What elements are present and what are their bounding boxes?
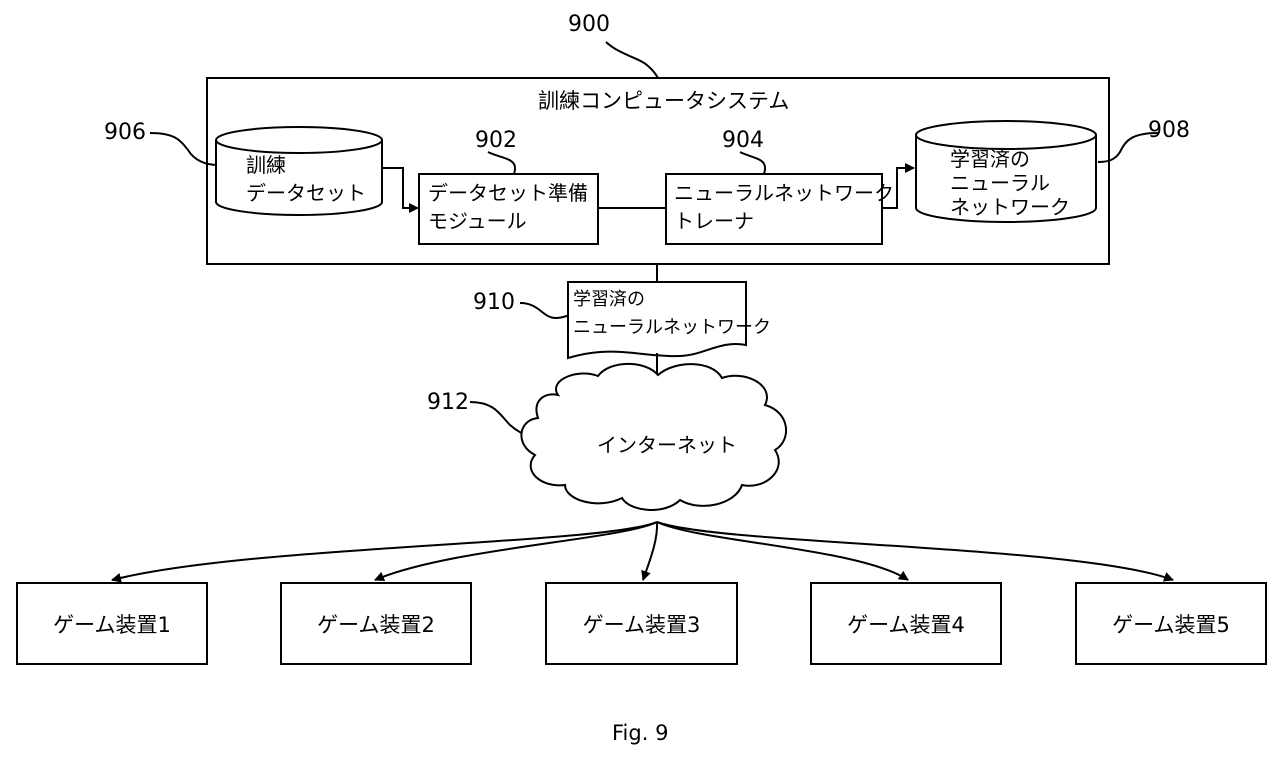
prep-module-label-line2: モジュール [428,209,527,233]
document-label-line2: ニューラルネットワーク [573,317,771,338]
trained-network-label-line3: ネットワーク [950,195,1070,219]
arrow-to-device-1 [111,521,658,583]
arrow-dataset-to-prep [383,167,419,213]
internet-label: インターネット [597,433,737,457]
neural-network-trainer-box [665,173,883,245]
ref-900: 900 [568,12,610,37]
leader-900 [605,41,659,79]
game-device-2: ゲーム装置2 [280,582,472,665]
arrow-to-device-5 [656,521,1174,582]
game-device-4-label: ゲーム装置4 [847,612,965,637]
ref-912: 912 [427,390,469,415]
ref-902: 902 [475,128,517,153]
ref-910: 910 [473,290,515,315]
document-shape [567,281,747,360]
dataset-label-line1: 訓練 [246,153,286,177]
trained-network-cylinder [915,120,1097,223]
trainer-label-line2: トレーナ [674,209,754,233]
leader-910 [519,302,571,320]
game-device-1: ゲーム装置1 [16,582,208,665]
dataset-cylinder [215,126,383,216]
game-device-5: ゲーム装置5 [1075,582,1267,665]
trained-network-label-line2: ニューラル [950,171,1050,195]
dataset-label-line2: データセット [246,181,366,205]
internet-cloud-shape [520,362,788,511]
game-device-1-label: ゲーム装置1 [53,612,171,637]
training-computer-system-box [206,77,1110,265]
ref-904: 904 [722,128,764,153]
figure-caption: Fig. 9 [612,721,669,745]
arrow-to-device-4 [656,521,909,581]
game-device-2-label: ゲーム装置2 [317,612,435,637]
arrow-to-device-2 [374,521,658,582]
system-title: 訓練コンピュータシステム [538,89,790,113]
leader-908 [1097,132,1159,163]
game-device-5-label: ゲーム装置5 [1112,612,1230,637]
arrow-trainer-to-trained [882,163,915,209]
ref-908: 908 [1148,118,1190,143]
arrow-to-device-3 [641,521,659,581]
game-device-4: ゲーム装置4 [810,582,1002,665]
game-device-3-label: ゲーム装置3 [582,612,701,637]
prep-module-label-line1: データセット準備 [428,181,588,205]
dataset-prep-module-box [418,173,599,245]
game-device-3: ゲーム装置3 [545,582,738,665]
ref-906: 906 [104,120,146,145]
document-label-line1: 学習済の [573,289,645,310]
trained-network-label-line1: 学習済の [950,147,1030,171]
trainer-label-line1: ニューラルネットワーク [674,181,894,205]
